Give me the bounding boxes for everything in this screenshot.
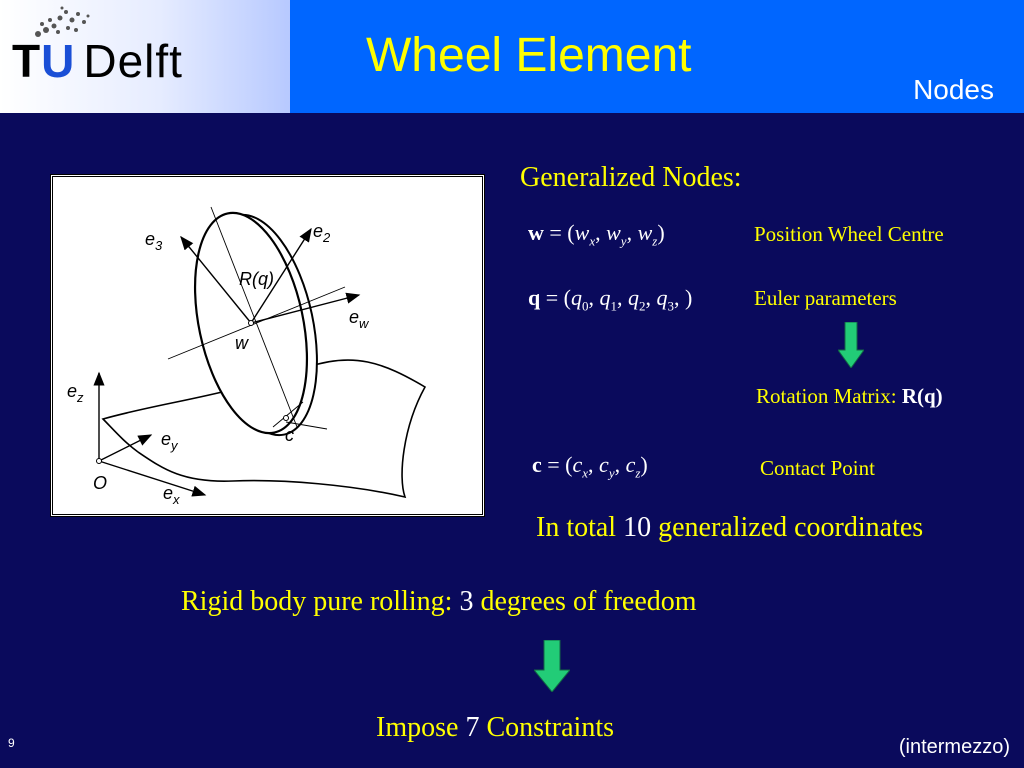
q-equation: q = (q0, q1, q2, q3, ): [528, 285, 693, 314]
down-arrow-icon: [838, 322, 864, 368]
w-equation: w = (wx, wy, wz): [528, 220, 665, 249]
rotation-matrix-label: Rotation Matrix: R(q): [756, 384, 943, 409]
total-num: 10: [623, 512, 652, 543]
impose-post: Constraints: [479, 712, 614, 743]
ey-axis: [98, 434, 153, 462]
impose-num: 7: [465, 712, 480, 743]
label-O: O: [93, 473, 107, 493]
rotation-matrix-text: Rotation Matrix:: [756, 384, 902, 408]
footer-note: (intermezzo): [898, 736, 1010, 758]
w-description: Position Wheel Centre: [754, 222, 944, 246]
c-equation: c = (cx, cy, cz): [532, 452, 648, 481]
rigid-body-line: Rigid body pure rolling: 3 degrees of fr…: [181, 586, 697, 618]
wheel-diagram: e3 e2 R(q) ew w ez ey c O ex: [67, 206, 427, 507]
ex-axis: [98, 460, 207, 497]
e3-axis: [180, 235, 252, 324]
label-e3: e3: [145, 229, 163, 253]
logo-t: T: [12, 35, 42, 87]
impose-constraints-line: Impose 7 Constraints: [376, 712, 614, 744]
total-pre: In total: [536, 512, 624, 543]
logo-delft: Delft: [83, 35, 183, 87]
impose-pre: Impose: [376, 712, 466, 743]
rotation-matrix-symbol: R(q): [901, 384, 943, 408]
slide-title: Wheel Element: [366, 29, 692, 82]
logo-u: U: [41, 35, 76, 87]
flame-icon: [35, 6, 90, 37]
rigid-pre: Rigid body pure rolling:: [181, 586, 460, 617]
contact-point: [283, 415, 289, 421]
label-ez: ez: [67, 381, 84, 405]
generalized-nodes-heading: Generalized Nodes:: [520, 162, 742, 193]
label-ex: ex: [163, 483, 180, 507]
total-coordinates: In total 10 generalized coordinates: [536, 512, 923, 544]
down-arrow-icon: [534, 640, 570, 692]
rigid-post: degrees of freedom: [473, 586, 697, 617]
label-Rq: R(q): [239, 269, 274, 289]
label-ew: ew: [349, 307, 370, 331]
label-ey: ey: [161, 429, 179, 453]
center-point: [248, 320, 254, 326]
origin-point: [96, 458, 102, 464]
ew-axis: [250, 292, 361, 324]
e2-axis: [250, 227, 312, 324]
total-post: generalized coordinates: [651, 512, 924, 543]
slide-subtitle: Nodes: [913, 74, 994, 105]
c-description: Contact Point: [760, 456, 875, 480]
q-description: Euler parameters: [754, 286, 897, 310]
label-c: c: [285, 425, 294, 445]
rigid-num: 3: [459, 586, 474, 617]
page-number: 9: [8, 736, 15, 750]
label-e2: e2: [313, 221, 331, 245]
label-w: w: [235, 333, 249, 353]
wheel-figure: e3 e2 R(q) ew w ez ey c O ex: [50, 174, 485, 517]
